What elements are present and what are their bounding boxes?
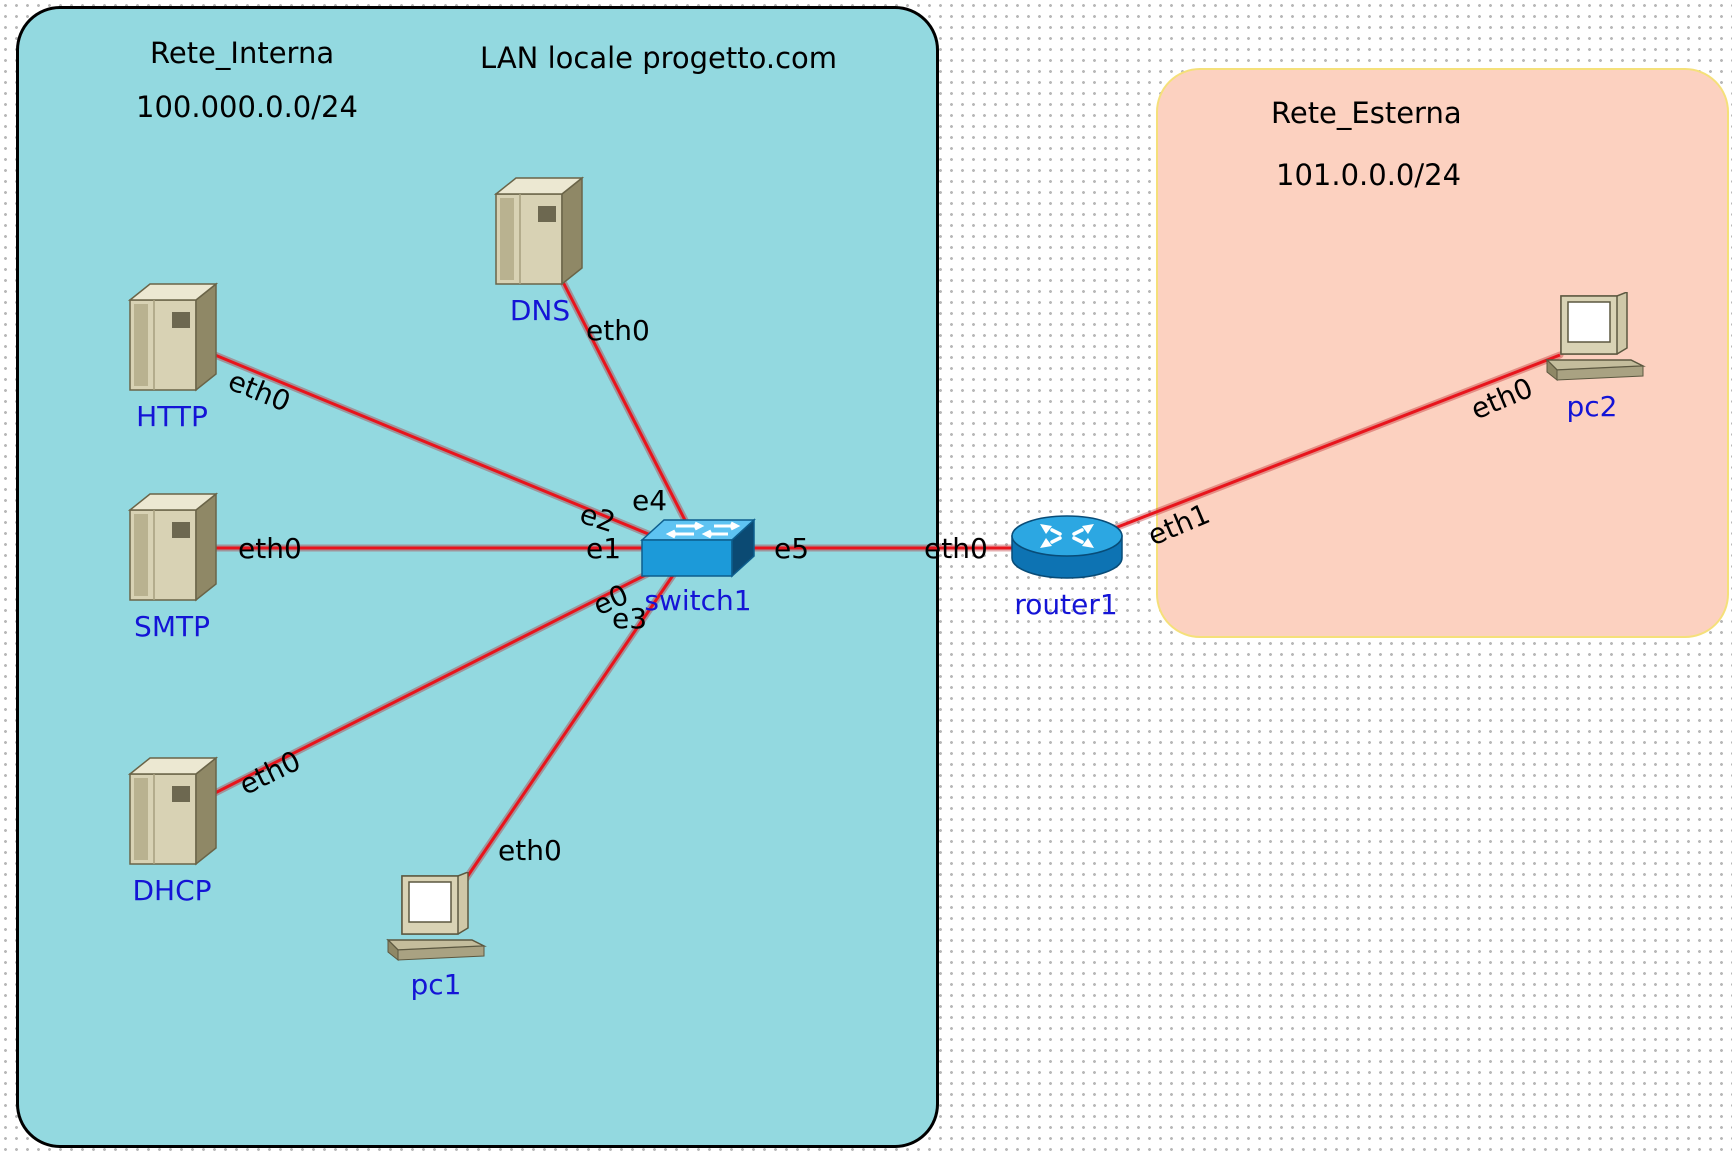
smtp-server-icon[interactable] bbox=[128, 492, 218, 602]
iface-switch1-e1: e1 bbox=[586, 532, 622, 565]
iface-switch1-e5: e5 bbox=[774, 532, 810, 565]
zone-rete-esterna[interactable] bbox=[1156, 68, 1729, 638]
pc1-label[interactable]: pc1 bbox=[410, 968, 462, 1001]
iface-dns-eth0: eth0 bbox=[586, 314, 650, 347]
link-router1-pc2[interactable] bbox=[1109, 353, 1561, 532]
dns-label[interactable]: DNS bbox=[509, 294, 571, 327]
http-server-icon[interactable] bbox=[128, 282, 218, 392]
iface-smtp-eth0: eth0 bbox=[238, 532, 302, 565]
iface-router1-eth0: eth0 bbox=[924, 532, 988, 565]
smtp-label[interactable]: SMTP bbox=[134, 610, 210, 643]
zone-external-name: Rete_Esterna bbox=[1271, 96, 1462, 130]
iface-switch1-e4: e4 bbox=[632, 484, 668, 517]
pc2-label[interactable]: pc2 bbox=[1566, 390, 1618, 423]
link-pc1-switch1[interactable] bbox=[463, 564, 682, 881]
dhcp-label[interactable]: DHCP bbox=[132, 874, 212, 907]
dns-server-icon[interactable] bbox=[494, 176, 584, 286]
zone-external-subnet: 101.0.0.0/24 bbox=[1276, 158, 1462, 192]
dhcp-server-icon[interactable] bbox=[128, 756, 218, 866]
pc2-computer-icon[interactable] bbox=[1543, 292, 1647, 384]
router1-label[interactable]: router1 bbox=[1014, 588, 1118, 621]
link-dns-switch1[interactable] bbox=[560, 279, 692, 531]
zone-internal-name: Rete_Interna bbox=[150, 36, 335, 70]
switch1-label[interactable]: switch1 bbox=[644, 584, 752, 617]
http-label[interactable]: HTTP bbox=[136, 400, 208, 433]
link-http-switch1[interactable] bbox=[214, 353, 676, 547]
router1-router-icon[interactable] bbox=[1010, 514, 1124, 580]
link-dhcp-switch1[interactable] bbox=[214, 558, 676, 795]
zone-internal-description: LAN locale progetto.com bbox=[480, 41, 838, 75]
pc1-computer-icon[interactable] bbox=[384, 872, 488, 964]
iface-switch1-e3: e3 bbox=[612, 602, 648, 635]
zone-internal-subnet: 100.000.0.0/24 bbox=[136, 90, 358, 124]
iface-pc1-eth0: eth0 bbox=[498, 834, 562, 867]
switch1-switch-icon[interactable] bbox=[640, 518, 756, 580]
